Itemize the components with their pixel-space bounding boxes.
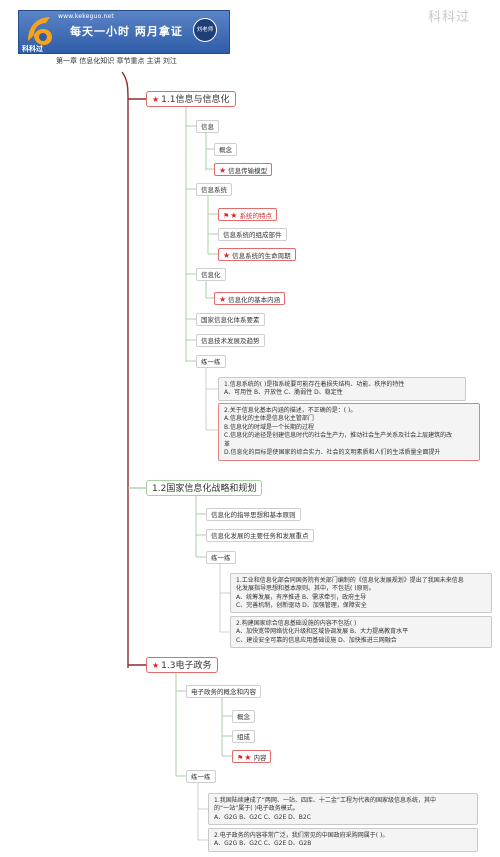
topic-label: 国家信息化体系要素 (201, 316, 260, 324)
teacher-badge: 刘老师 (193, 18, 217, 42)
question-line: 化发展指导思想和基本原则。其中，不包括( )原则。 (236, 585, 375, 593)
topic-label: 信息系统 (201, 186, 227, 194)
topic-info-system[interactable]: 信息系统 (196, 183, 232, 196)
star-icon: ★ (152, 661, 160, 670)
star-icon: ★ (219, 166, 227, 175)
subtopic-label: 信息系统的组成部件 (223, 231, 282, 239)
topic-label: 信息 (201, 123, 214, 131)
topic-practice-1[interactable]: 练一练 (196, 355, 226, 368)
subtopic-label: 内容 (253, 754, 267, 762)
topic-label: 练一练 (201, 358, 221, 366)
connector-line (121, 71, 129, 668)
star-icon: ★ (230, 211, 238, 220)
topic-national-system-elements[interactable]: 国家信息化体系要素 (196, 313, 265, 326)
subtopic-label: 组成 (237, 733, 250, 741)
question-box: 1.工业和信息化部会同国务院有关部门编制的《信息化发展规划》提出了我国未来信息 … (230, 573, 492, 613)
brand-name: 科科过 (22, 45, 43, 53)
topic-practice-3[interactable]: 练一练 (186, 770, 216, 783)
subtopic-label: 信息系统的生命周期 (232, 252, 291, 260)
header-slogan: 每天一小时 两月拿证 (70, 25, 183, 38)
star-icon: ★ (219, 295, 227, 304)
topic-label: 练一练 (211, 554, 231, 562)
question-line: A、统筹发展，有序推进 B、需求牵引，政府主导 (236, 593, 367, 601)
topic-label: 信息化 (201, 271, 221, 279)
question-box: 2.构建国家综合信息基础设施的内容不包括( ) A、加快宽带网络优化升级和区域协… (230, 616, 492, 648)
section-1-1[interactable]: ★1.1信息与信息化 (146, 91, 236, 107)
subtopic-concept[interactable]: 概念 (214, 143, 237, 156)
question-line: 2.电子政务的内容非常广泛，我们常见的中国政府采购网属于( )。 (214, 832, 389, 839)
watermark: 科科过 (428, 10, 471, 25)
question-line: C、建设安全可靠的信息应用基础设施 D、加快推进三网融合 (236, 636, 397, 644)
subtopic-system-lifecycle[interactable]: ★信息系统的生命周期 (218, 248, 296, 261)
section-1-3[interactable]: ★1.3电子政务 (146, 657, 218, 673)
flag-icon: ⚑ (237, 754, 244, 762)
question-box: 2.电子政务的内容非常广泛，我们常见的中国政府采购网属于( )。 A、G2G B… (208, 828, 478, 852)
question-line: 1.我国陆续建成了“两网、一站、四库、十二金”工程为代表的国家级信息系统，其中 (214, 797, 436, 804)
topic-informatization[interactable]: 信息化 (196, 268, 226, 281)
topic-egov-concept[interactable]: 电子政务的概念和内容 (186, 685, 261, 698)
topic-info[interactable]: 信息 (196, 120, 219, 133)
subtopic-label: 信息化的基本内涵 (228, 296, 281, 304)
question-line: C.信息化的途径是创建信息时代的社会生产力，推动社会生产关系及社会上层建筑的改 (224, 432, 453, 440)
question-box: 1.信息系统的( )是指系统要可能存在着损失结构、功能、秩序的特性 A、可用性 … (218, 377, 466, 401)
subtopic-system-features[interactable]: ⚑★系统的特点 (218, 208, 277, 221)
header-banner (18, 10, 230, 54)
subtopic-system-components[interactable]: 信息系统的组成部件 (218, 228, 287, 241)
section-1-2[interactable]: 1.2国家信息化战略和规划 (146, 480, 263, 496)
logo-icon (28, 17, 52, 45)
subtopic-transmission-model[interactable]: ★信息传输模型 (214, 163, 273, 176)
topic-practice-2[interactable]: 练一练 (206, 551, 236, 564)
question-line: 2.构建国家综合信息基础设施的内容不包括( ) (236, 620, 357, 627)
subtopic-egov-concept[interactable]: 概念 (232, 710, 255, 723)
subtopic-label: 信息传输模型 (228, 167, 268, 175)
question-line: 革 (224, 440, 231, 448)
flag-icon: ⚑ (223, 212, 230, 220)
section-title: 1.3电子政务 (161, 661, 212, 671)
topic-label: 信息技术发展及趋势 (201, 337, 260, 345)
subtopic-informatization-connotation[interactable]: ★信息化的基本内涵 (214, 292, 286, 305)
chapter-title: 第一章 信息化知识 章节重点 主讲 刘江 (56, 57, 177, 65)
question-line: B.信息化的时域是一个长期的过程 (224, 423, 315, 431)
section-title: 1.2国家信息化战略和规划 (152, 484, 257, 494)
question-box: 2.关于信息化基本内涵的描述，不正确的是：( )。 A.信息化的主体是信息化主管… (218, 403, 480, 461)
star-icon: ★ (244, 753, 252, 762)
subtopic-label: 系统的特点 (239, 212, 272, 220)
section-title: 1.1信息与信息化 (161, 95, 230, 105)
subtopic-label: 概念 (219, 146, 232, 154)
subtopic-label: 概念 (237, 713, 250, 721)
question-line: 2.关于信息化基本内涵的描述，不正确的是：( )。 (224, 407, 357, 414)
star-icon: ★ (223, 251, 231, 260)
subtopic-egov-composition[interactable]: 组成 (232, 730, 255, 743)
question-line: A、可用性 B、开放性 C、脆弱性 D、稳定性 (224, 389, 343, 397)
question-line: 1.信息系统的( )是指系统要可能存在着损失结构、功能、秩序的特性 (224, 381, 405, 388)
subtopic-egov-content[interactable]: ⚑★内容 (232, 750, 272, 763)
question-line: A.信息化的主体是信息化主管部门 (224, 415, 314, 423)
topic-label: 信息化的指导思想和基本原则 (211, 511, 296, 519)
topic-label: 练一练 (191, 773, 211, 781)
question-line: A、加快宽带网络优化升级和区域协调发展 B、大力提高教育水平 (236, 628, 409, 636)
topic-guiding-principles[interactable]: 信息化的指导思想和基本原则 (206, 508, 301, 521)
question-line: D.信息化的目标是使国家的综合实力、社会的文明素质和人们的生活质量全面提升 (224, 449, 441, 457)
question-line: A、G2G B、G2C C、G2E D、G2B (214, 840, 312, 848)
question-line: 1.工业和信息化部会同国务院有关部门编制的《信息化发展规划》提出了我国未来信息 (236, 577, 464, 584)
topic-main-tasks[interactable]: 信息化发展的主要任务和发展重点 (206, 529, 314, 542)
topic-label: 电子政务的概念和内容 (191, 688, 256, 696)
question-line: C、完善机制，创新驱动 D、加强管理，保障安全 (236, 602, 367, 610)
question-line: 的“一站”属于( )电子政务模式。 (214, 805, 299, 813)
question-line: A、G2G B、G2C C、G2E D、B2C (214, 813, 311, 821)
topic-label: 信息化发展的主要任务和发展重点 (211, 532, 309, 540)
question-box: 1.我国陆续建成了“两网、一站、四库、十二金”工程为代表的国家级信息系统，其中 … (208, 793, 478, 825)
star-icon: ★ (152, 95, 160, 104)
topic-it-trends[interactable]: 信息技术发展及趋势 (196, 334, 265, 347)
site-url: www.kekeguo.net (58, 13, 114, 20)
